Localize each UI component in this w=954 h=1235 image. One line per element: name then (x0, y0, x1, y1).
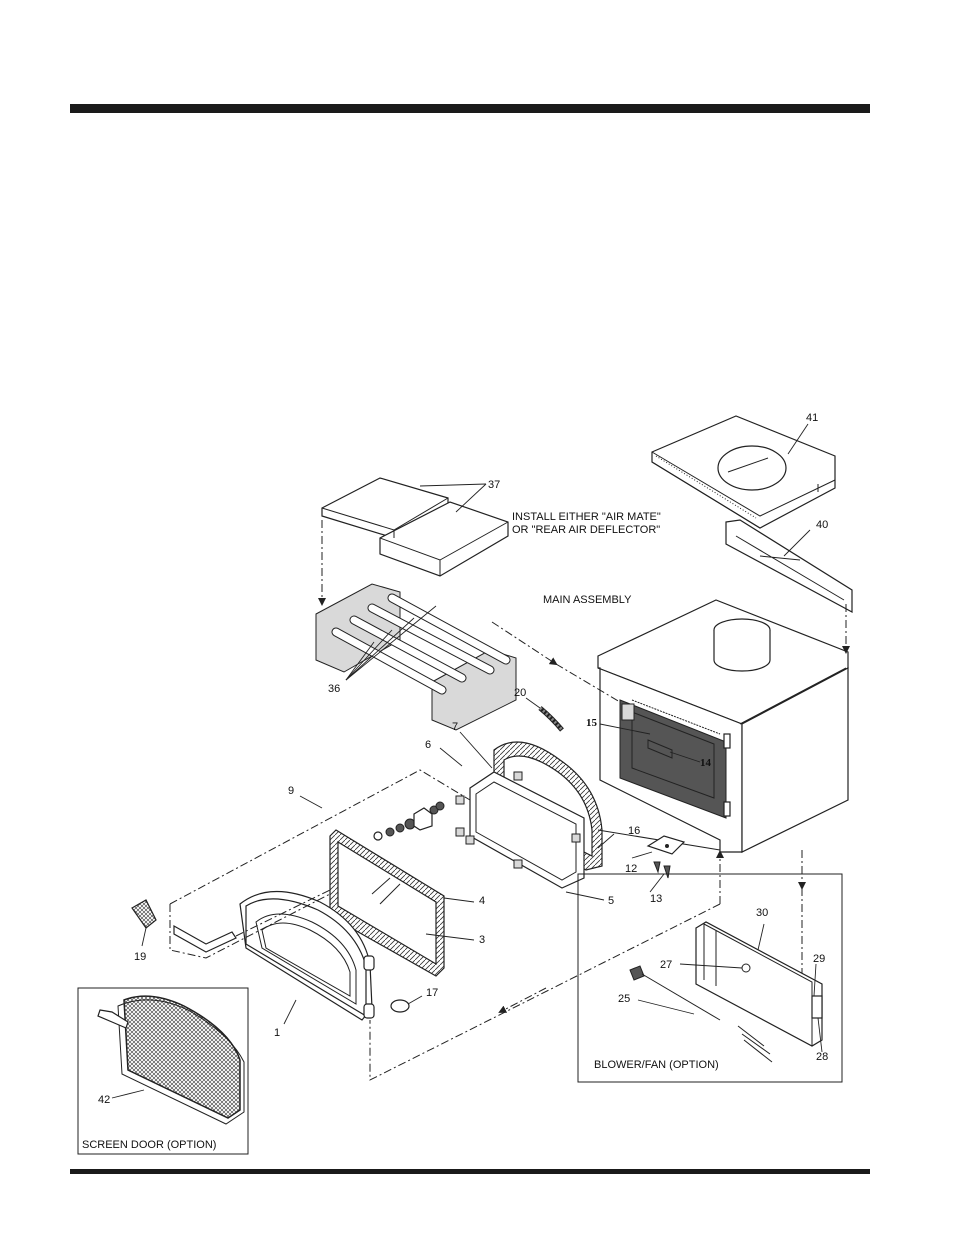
callout-16: 16 (628, 825, 640, 837)
stove-body-part (597, 599, 849, 853)
handle-parts (131, 899, 410, 1013)
callout-37: 37 (488, 479, 500, 491)
mounting-plate-part (646, 835, 686, 879)
leader-lines (111, 423, 823, 1099)
callout-6: 6 (425, 739, 431, 751)
callout-3: 3 (479, 934, 485, 946)
gasket-rope-part (538, 706, 564, 732)
callout-14: 14 (700, 757, 712, 769)
stove-door-part (239, 890, 375, 1021)
air-tubes-part (315, 583, 517, 731)
callout-41: 41 (806, 412, 818, 424)
screen-door-inset-caption: SCREEN DOOR (OPTION) (82, 1139, 216, 1151)
callout-9: 9 (288, 785, 294, 797)
callout-20: 20 (514, 687, 526, 699)
baffle-boards-part (321, 477, 509, 577)
rear-air-deflector-part (725, 519, 853, 614)
callout-7: 7 (452, 721, 458, 733)
callout-1: 1 (274, 1027, 280, 1039)
callout-5: 5 (608, 895, 614, 907)
top-cover-part (651, 415, 836, 529)
blower-inset (577, 873, 843, 1083)
glass-retainer-part (455, 771, 585, 889)
callout-17: 17 (426, 987, 438, 999)
callout-12: 12 (625, 863, 637, 875)
callout-42: 42 (98, 1094, 110, 1106)
blower-inset-caption: BLOWER/FAN (OPTION) (594, 1059, 719, 1071)
callout-40: 40 (816, 519, 828, 531)
callout-27: 27 (660, 959, 672, 971)
install-note-line2: OR "REAR AIR DEFLECTOR" (512, 524, 660, 536)
callout-25: 25 (618, 993, 630, 1005)
callout-19: 19 (134, 951, 146, 963)
callout-4: 4 (479, 895, 485, 907)
callout-15: 15 (586, 717, 598, 729)
install-note-line1: INSTALL EITHER "AIR MATE" (512, 511, 661, 523)
footer-rule (70, 1169, 870, 1174)
main-assembly-label: MAIN ASSEMBLY (543, 594, 632, 606)
callout-13: 13 (650, 893, 662, 905)
callout-30: 30 (756, 907, 768, 919)
header-rule (70, 104, 870, 113)
callout-29: 29 (813, 953, 825, 965)
assembly-guide-lines (169, 520, 850, 1081)
latch-hardware-part (373, 801, 445, 841)
screen-door-inset (77, 987, 249, 1155)
callout-28: 28 (816, 1051, 828, 1063)
callout-36: 36 (328, 683, 340, 695)
